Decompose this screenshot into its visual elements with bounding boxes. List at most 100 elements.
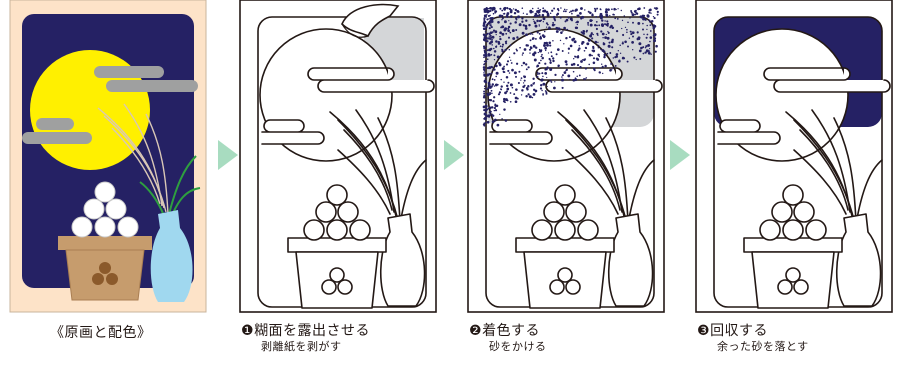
sand-grain (484, 80, 488, 84)
sand-grain (559, 16, 562, 19)
sand-grain (499, 7, 502, 10)
sand-grain (596, 24, 598, 27)
sand-grain (575, 26, 579, 30)
sand-grain (486, 74, 489, 77)
sand-grain (484, 36, 487, 39)
step-number: ❷ (469, 323, 483, 339)
stand-base (65, 249, 145, 301)
sand-grain (587, 38, 591, 42)
sand-grain (567, 16, 570, 19)
sand-grain (493, 109, 496, 112)
sand-grain (606, 52, 609, 55)
sand-grain (564, 10, 567, 13)
sand-grain (632, 49, 634, 51)
sand-grain (599, 16, 603, 20)
sand-grain (486, 49, 489, 52)
sand-grain (630, 33, 633, 36)
cloud-lower (22, 118, 92, 144)
sand-grain (489, 9, 492, 13)
sand-grain (615, 29, 619, 33)
sand-grain (486, 10, 490, 14)
sand-grain (563, 26, 566, 30)
original-artwork (9, 0, 207, 313)
sand-grain (490, 65, 493, 69)
sand-grain (483, 117, 485, 120)
sand-grain (514, 100, 518, 104)
sand-grain (598, 24, 601, 27)
sand-grain (504, 119, 508, 122)
sand-grain (483, 92, 486, 95)
sand-grain (490, 72, 493, 75)
sand-grain (483, 14, 487, 18)
sand-grain (569, 44, 573, 48)
sand-grain (521, 31, 525, 35)
sand-grain (648, 11, 651, 14)
sand-grain (607, 8, 610, 11)
sand-grain (629, 17, 631, 19)
sand-grain (490, 47, 493, 51)
sand-grain (642, 17, 645, 21)
sand-grain (536, 31, 539, 34)
sand-grain (560, 7, 562, 9)
sand-grain (569, 78, 571, 81)
sand-grain (574, 9, 577, 12)
sand-grain (544, 49, 547, 52)
sand-grain (549, 12, 552, 15)
sand-grain (604, 64, 607, 68)
sand-grain (655, 44, 658, 48)
sand-grain (572, 62, 576, 66)
sand-grain (614, 64, 617, 67)
sand-grain (541, 89, 543, 92)
sand-grain (633, 56, 636, 59)
sand-grain (503, 12, 506, 15)
sand-grain (526, 44, 529, 47)
sand-grain (546, 76, 548, 79)
sand-grain (623, 15, 626, 17)
sand-grain (524, 24, 528, 28)
sand-grain (541, 56, 544, 60)
sand-grain (647, 43, 651, 47)
sand-grain (587, 24, 589, 26)
sand-grain (546, 43, 549, 47)
sand-grain (636, 37, 640, 41)
sand-grain (646, 28, 648, 31)
sand-grain (570, 63, 574, 66)
sand-grain (599, 67, 601, 69)
sand-grain (483, 85, 486, 88)
step-number: ❸ (697, 323, 711, 339)
sand-grain (543, 44, 546, 47)
sand-grain (601, 32, 605, 36)
sand-grain (495, 75, 498, 78)
sand-grain (485, 33, 488, 36)
cloud-upper (94, 66, 198, 92)
sand-grain (653, 7, 656, 9)
sand-grain (488, 18, 490, 20)
sand-grain (576, 64, 580, 67)
sand-grain (597, 47, 599, 49)
sand-grain (500, 88, 502, 90)
sand-grain (523, 75, 527, 79)
step-arrow (444, 140, 464, 170)
sand-grain (541, 53, 543, 56)
sand-grain (494, 7, 496, 9)
sand-grain (501, 43, 505, 46)
sand-grain (584, 67, 588, 70)
caption-original: 《原画と配色》 (50, 325, 152, 342)
sand-grain (606, 22, 609, 25)
sand-grain (631, 31, 635, 35)
sand-grain (602, 36, 604, 39)
sand-grain (488, 92, 492, 96)
sand-grain (493, 68, 496, 71)
sand-grain (591, 54, 593, 57)
sand-grain (652, 25, 654, 27)
sprinkled-sand (482, 6, 659, 127)
sand-grain (589, 23, 593, 27)
sand-grain (609, 52, 612, 54)
sand-grain (485, 56, 487, 58)
sand-grain (486, 92, 489, 95)
sand-grain (559, 39, 562, 42)
sand-grain (585, 77, 588, 79)
sand-grain (635, 12, 639, 15)
sand-grain (484, 60, 488, 63)
sand-grain (495, 33, 497, 36)
